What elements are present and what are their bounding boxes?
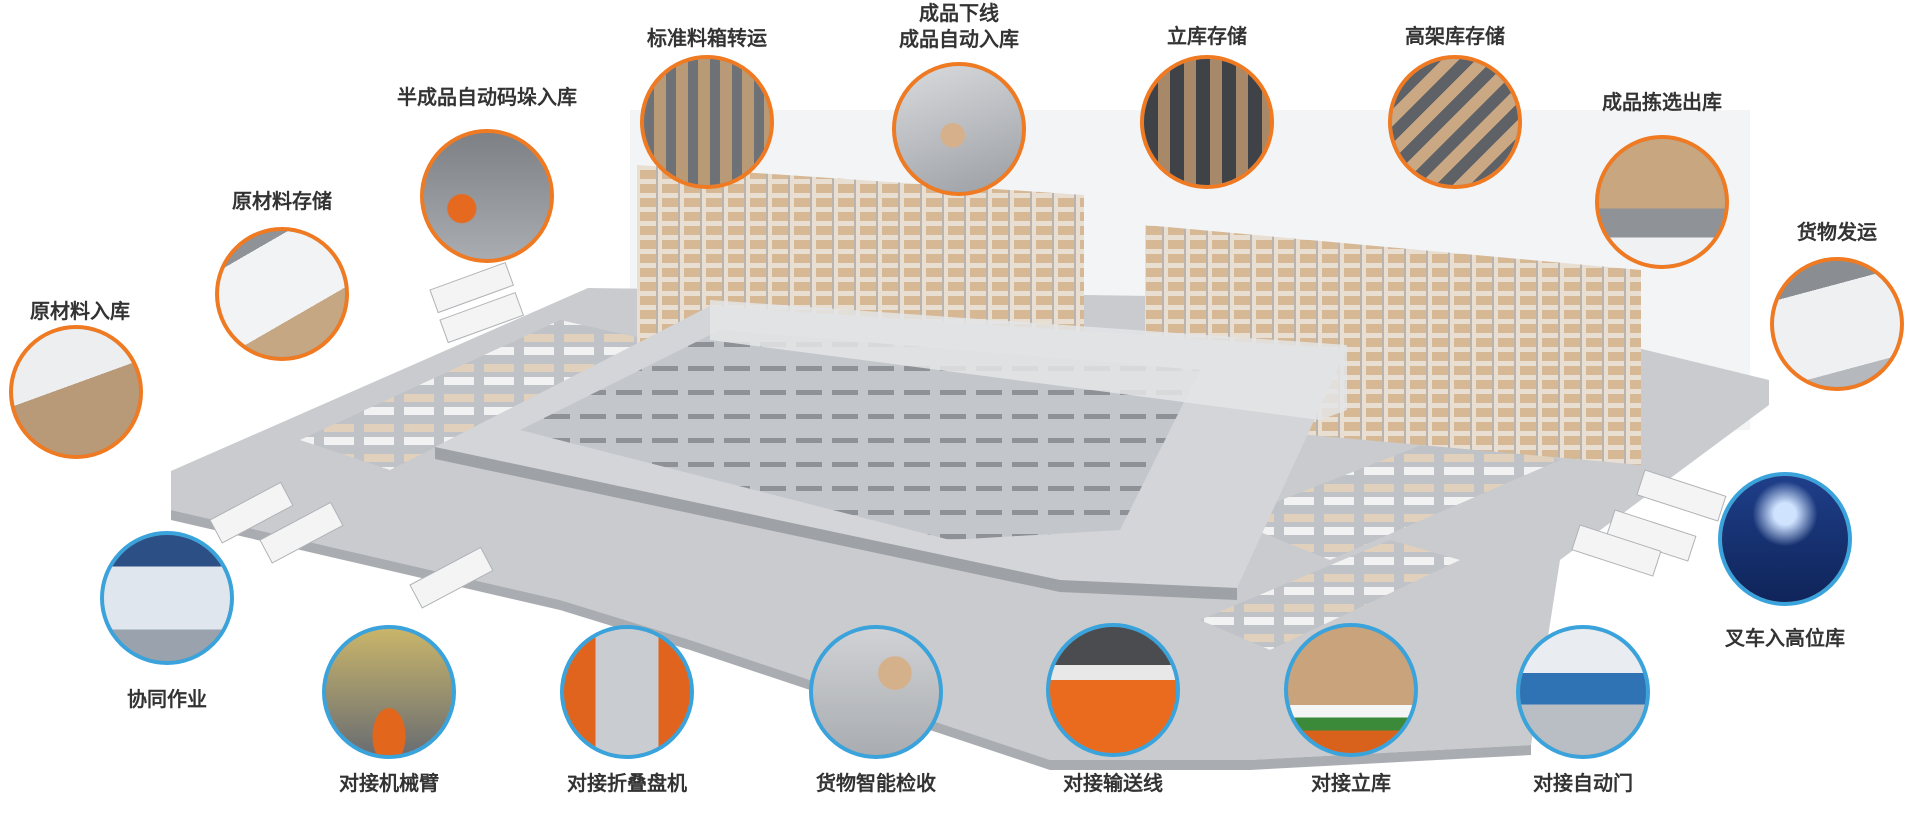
trucks xyxy=(209,261,1727,609)
station-picking-outbound-photo[interactable] xyxy=(1595,135,1729,269)
station-finished-goods-inbound-photo[interactable] xyxy=(892,62,1026,196)
station-raw-material-storage-photo[interactable] xyxy=(215,227,349,361)
label-bin-transfer: 标准料箱转运 xyxy=(647,26,767,50)
station-auto-door-photo[interactable] xyxy=(1516,625,1650,759)
station-asrs-storage-photo[interactable] xyxy=(1140,55,1274,189)
station-shipping-photo[interactable] xyxy=(1770,257,1904,391)
station-forklift-high-bay-photo[interactable] xyxy=(1718,472,1852,606)
station-asrs-dock-photo[interactable] xyxy=(1284,623,1418,757)
station-inspection-photo[interactable] xyxy=(809,625,943,759)
station-high-bay-storage-photo[interactable] xyxy=(1388,55,1522,189)
label-asrs-storage: 立库存储 xyxy=(1167,24,1247,48)
label-robot-arm: 对接机械臂 xyxy=(339,771,439,795)
label-raw-material-storage: 原材料存储 xyxy=(232,189,332,213)
station-robot-arm-photo[interactable] xyxy=(322,625,456,759)
label-finished-goods-inbound: 成品下线 成品自动入库 xyxy=(899,0,1019,52)
label-collaboration: 协同作业 xyxy=(127,687,207,711)
label-semi-finished-palletizing: 半成品自动码垛入库 xyxy=(397,85,577,109)
label-raw-material-inbound: 原材料入库 xyxy=(30,299,130,323)
mezzanine-racks xyxy=(520,330,1200,540)
mezzanine-edge xyxy=(435,447,1237,600)
label-forklift-high-bay: 叉车入高位库 xyxy=(1725,626,1845,650)
label-shipping: 货物发运 xyxy=(1797,220,1877,244)
station-collaboration-photo[interactable] xyxy=(100,531,234,665)
mezzanine-wall xyxy=(710,300,1347,420)
station-bin-transfer-photo[interactable] xyxy=(640,55,774,189)
label-pallet-folder: 对接折叠盘机 xyxy=(567,771,687,795)
label-asrs-dock: 对接立库 xyxy=(1311,771,1391,795)
outbound-staging-area xyxy=(1200,540,1460,650)
finished-goods-area xyxy=(1230,430,1560,560)
label-line-2: 成品自动入库 xyxy=(899,27,1019,51)
label-line-1: 成品下线 xyxy=(919,1,999,25)
label-conveyor: 对接输送线 xyxy=(1063,771,1163,795)
label-high-bay-storage: 高架库存储 xyxy=(1405,24,1505,48)
station-conveyor-photo[interactable] xyxy=(1046,623,1180,757)
raw-material-area xyxy=(300,320,650,470)
station-semi-finished-palletizing-photo[interactable] xyxy=(420,129,554,263)
station-raw-material-inbound-photo[interactable] xyxy=(9,325,143,459)
label-inspection: 货物智能检收 xyxy=(816,771,936,795)
label-picking-outbound: 成品拣选出库 xyxy=(1602,90,1722,114)
station-pallet-folder-photo[interactable] xyxy=(560,625,694,759)
label-auto-door: 对接自动门 xyxy=(1533,771,1633,795)
